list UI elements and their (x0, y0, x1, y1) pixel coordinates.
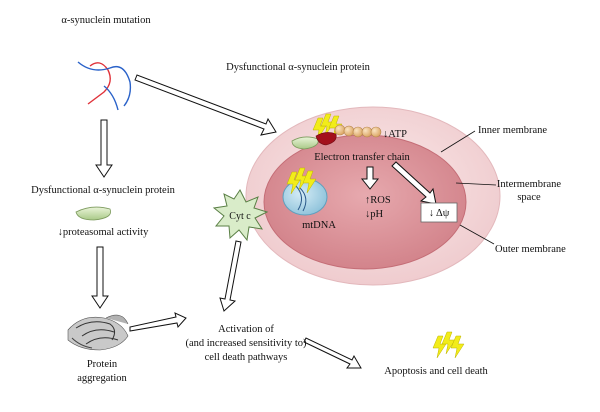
label-activation-1: Activation of (218, 324, 274, 335)
lightning-mito-top-icon (312, 113, 343, 141)
etc-beads (334, 124, 382, 138)
label-protein-aggregation-1: Protein (87, 359, 118, 370)
label-delta-psi: ↓ Δψ (429, 208, 450, 219)
label-ros: ↑ROS (365, 195, 391, 206)
lightning-apoptosis-icon (432, 331, 465, 359)
arrow-aggregation-to-activation (129, 312, 187, 332)
arrow-mutation-to-mito (134, 74, 277, 136)
synuclein-strand-red (87, 62, 111, 105)
label-apoptosis: Apoptosis and cell death (384, 366, 488, 377)
leader-outer-membrane (459, 224, 495, 245)
label-ph: ↓pH (365, 209, 384, 220)
arrow-cytc-to-activation (219, 240, 242, 312)
label-activation-3: cell death pathways (205, 352, 288, 363)
protein-aggregation-graphic (67, 314, 129, 351)
synuclein-strand-blue-2 (103, 85, 119, 111)
label-proteasomal: ↓proteasomal activity (58, 227, 149, 238)
label-inner-membrane: Inner membrane (478, 125, 547, 136)
membrane-protein-red (315, 132, 337, 146)
label-protein-aggregation-2: aggregation (77, 373, 127, 384)
cyt-c-star (212, 189, 269, 242)
synuclein-strand-blue (77, 61, 132, 107)
label-intermembrane-2: space (517, 192, 541, 203)
left-protein (75, 206, 112, 221)
arrow-down-2 (91, 246, 109, 309)
lightning-mtdna-icon (286, 167, 317, 195)
label-etc: Electron transfer chain (314, 152, 410, 163)
mtdna-strand (295, 185, 307, 212)
label-dysfunctional-top: Dysfunctional α-synuclein protein (226, 62, 370, 73)
label-activation-2: (and increased sensitivity to) (185, 338, 307, 349)
membrane-protein (291, 136, 319, 150)
arrow-ros (360, 166, 380, 190)
label-atp: ↓ATP (383, 129, 407, 140)
label-mutation: α-synuclein mutation (61, 15, 151, 26)
delta-psi-box (420, 202, 458, 223)
label-outer-membrane: Outer membrane (495, 244, 566, 255)
leader-intermembrane (455, 182, 497, 186)
label-dysfunctional-left: Dysfunctional α-synuclein protein (31, 185, 175, 196)
arrow-delta-psi (391, 161, 437, 205)
label-mtdna: mtDNA (302, 220, 336, 231)
arrow-activation-to-apoptosis (303, 337, 362, 369)
label-cyt-c: Cyt c (229, 211, 251, 222)
arrow-down-1 (95, 119, 113, 178)
label-intermembrane-1: Intermembrane (497, 179, 561, 190)
leader-inner-membrane (440, 130, 476, 153)
